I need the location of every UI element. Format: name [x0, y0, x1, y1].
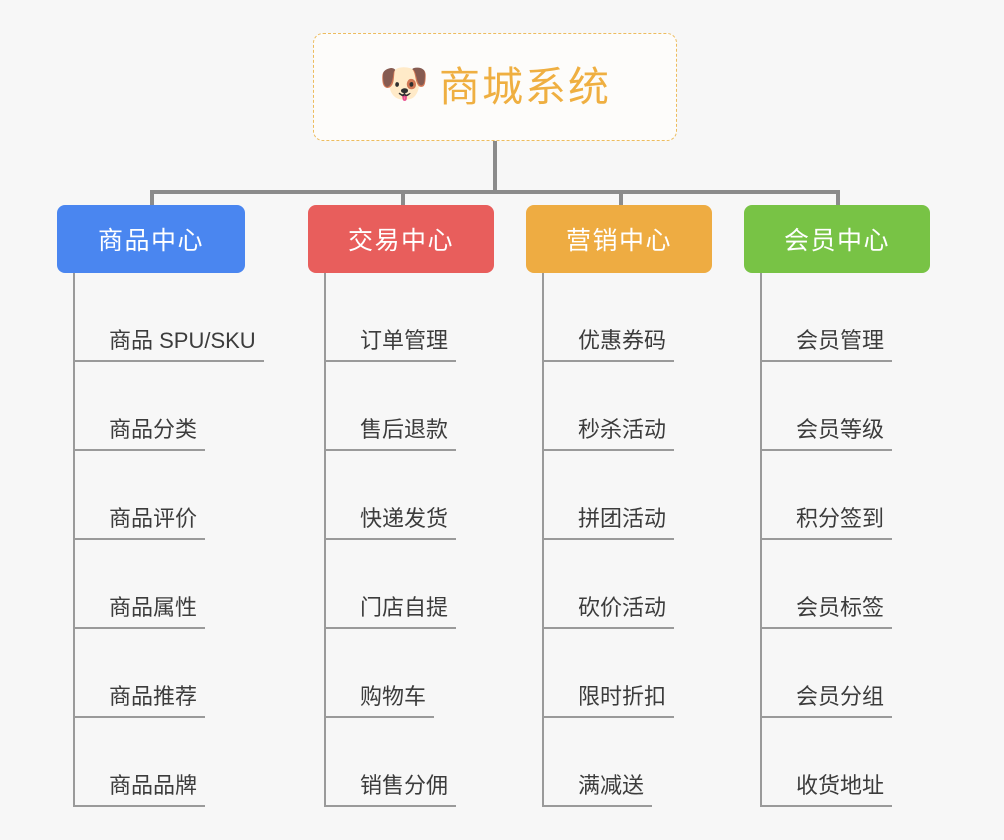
branch-column-member-center: 会员中心 会员管理 会员等级 积分签到 会员标签 会员分组 收货地址: [744, 205, 930, 807]
leaf-label: 会员管理: [796, 327, 885, 353]
category-label: 会员中心: [783, 227, 890, 255]
leaf-label: 购物车: [360, 683, 427, 709]
leaf-label: 砍价活动: [578, 594, 667, 620]
category-label: 营销中心: [565, 227, 672, 255]
leaf-underline: [75, 538, 205, 540]
list-item[interactable]: 商品推荐: [75, 629, 245, 718]
leaf-label: 门店自提: [360, 594, 449, 620]
leaf-underline: [326, 716, 434, 718]
list-item[interactable]: 限时折扣: [544, 629, 712, 718]
leaf-underline: [544, 716, 674, 718]
list-item[interactable]: 购物车: [326, 629, 494, 718]
list-item[interactable]: 会员标签: [762, 540, 930, 629]
leaf-underline: [762, 805, 892, 807]
list-item[interactable]: 拼团活动: [544, 451, 712, 540]
leaf-label: 订单管理: [360, 327, 449, 353]
category-label: 交易中心: [347, 227, 454, 255]
leaf-list-product-center: 商品 SPU/SKU 商品分类 商品评价 商品属性 商品推荐 商品品牌: [73, 273, 264, 807]
leaf-underline: [762, 627, 892, 629]
leaf-label: 限时折扣: [578, 683, 667, 709]
category-box-member-center[interactable]: 会员中心: [744, 205, 930, 273]
connector-drop-1: [401, 190, 405, 205]
list-item[interactable]: 优惠券码: [544, 273, 712, 362]
list-item[interactable]: 售后退款: [326, 362, 494, 451]
list-item[interactable]: 商品分类: [75, 362, 245, 451]
branch-column-marketing-center: 营销中心 优惠券码 秒杀活动 拼团活动 砍价活动 限时折扣 满减送: [526, 205, 712, 807]
leaf-underline: [762, 449, 892, 451]
list-item[interactable]: 门店自提: [326, 540, 494, 629]
list-item[interactable]: 会员等级: [762, 362, 930, 451]
list-item[interactable]: 会员分组: [762, 629, 930, 718]
leaf-label: 会员等级: [796, 416, 885, 442]
leaf-underline: [544, 360, 674, 362]
list-item[interactable]: 快递发货: [326, 451, 494, 540]
leaf-list-marketing-center: 优惠券码 秒杀活动 拼团活动 砍价活动 限时折扣 满减送: [542, 273, 712, 807]
leaf-underline: [544, 538, 674, 540]
category-box-marketing-center[interactable]: 营销中心: [526, 205, 712, 273]
leaf-list-member-center: 会员管理 会员等级 积分签到 会员标签 会员分组 收货地址: [760, 273, 930, 807]
list-item[interactable]: 积分签到: [762, 451, 930, 540]
leaf-label: 拼团活动: [578, 505, 667, 531]
leaf-label: 商品属性: [109, 594, 198, 620]
leaf-underline: [75, 716, 205, 718]
leaf-underline: [75, 627, 205, 629]
leaf-underline: [762, 538, 892, 540]
leaf-underline: [544, 805, 652, 807]
leaf-label: 商品推荐: [109, 683, 198, 709]
branch-column-trade-center: 交易中心 订单管理 售后退款 快递发货 门店自提 购物车 销售分佣: [308, 205, 494, 807]
category-box-trade-center[interactable]: 交易中心: [308, 205, 494, 273]
leaf-underline: [326, 449, 456, 451]
leaf-underline: [762, 716, 892, 718]
leaf-label: 商品品牌: [109, 772, 198, 798]
leaf-underline: [326, 627, 456, 629]
list-item[interactable]: 销售分佣: [326, 718, 494, 807]
leaf-label: 积分签到: [796, 505, 885, 531]
leaf-label: 销售分佣: [360, 772, 449, 798]
leaf-label: 会员标签: [796, 594, 885, 620]
leaf-underline: [544, 627, 674, 629]
leaf-label: 满减送: [578, 772, 645, 798]
category-label: 商品中心: [97, 227, 204, 255]
list-item[interactable]: 订单管理: [326, 273, 494, 362]
leaf-label: 会员分组: [796, 683, 885, 709]
leaf-label: 商品 SPU/SKU: [109, 327, 256, 353]
connector-horizontal-bus: [150, 190, 840, 194]
connector-drop-3: [836, 190, 840, 205]
leaf-label: 售后退款: [360, 416, 449, 442]
connector-drop-0: [150, 190, 154, 205]
leaf-underline: [75, 360, 264, 362]
root-node[interactable]: 🐶 商城系统: [313, 33, 677, 141]
leaf-list-trade-center: 订单管理 售后退款 快递发货 门店自提 购物车 销售分佣: [324, 273, 494, 807]
category-box-product-center[interactable]: 商品中心: [57, 205, 245, 273]
leaf-underline: [75, 805, 205, 807]
dog-face-icon: 🐶: [379, 62, 429, 106]
connector-drop-2: [619, 190, 623, 205]
list-item[interactable]: 满减送: [544, 718, 712, 807]
list-item[interactable]: 收货地址: [762, 718, 930, 807]
leaf-underline: [762, 360, 892, 362]
leaf-label: 商品评价: [109, 505, 198, 531]
list-item[interactable]: 商品品牌: [75, 718, 245, 807]
leaf-label: 快递发货: [360, 505, 449, 531]
leaf-label: 商品分类: [109, 416, 198, 442]
leaf-label: 收货地址: [796, 772, 885, 798]
list-item[interactable]: 砍价活动: [544, 540, 712, 629]
root-title: 商城系统: [439, 63, 611, 110]
leaf-underline: [75, 449, 205, 451]
leaf-label: 优惠券码: [578, 327, 667, 353]
leaf-underline: [326, 360, 456, 362]
list-item[interactable]: 秒杀活动: [544, 362, 712, 451]
list-item[interactable]: 商品属性: [75, 540, 245, 629]
list-item[interactable]: 商品评价: [75, 451, 245, 540]
list-item[interactable]: 会员管理: [762, 273, 930, 362]
list-item[interactable]: 商品 SPU/SKU: [75, 273, 264, 362]
connector-root-vertical: [493, 141, 497, 191]
branch-column-product-center: 商品中心 商品 SPU/SKU 商品分类 商品评价 商品属性 商品推荐 商品品牌: [57, 205, 264, 807]
leaf-underline: [326, 805, 456, 807]
leaf-label: 秒杀活动: [578, 416, 667, 442]
leaf-underline: [544, 449, 674, 451]
leaf-underline: [326, 538, 456, 540]
